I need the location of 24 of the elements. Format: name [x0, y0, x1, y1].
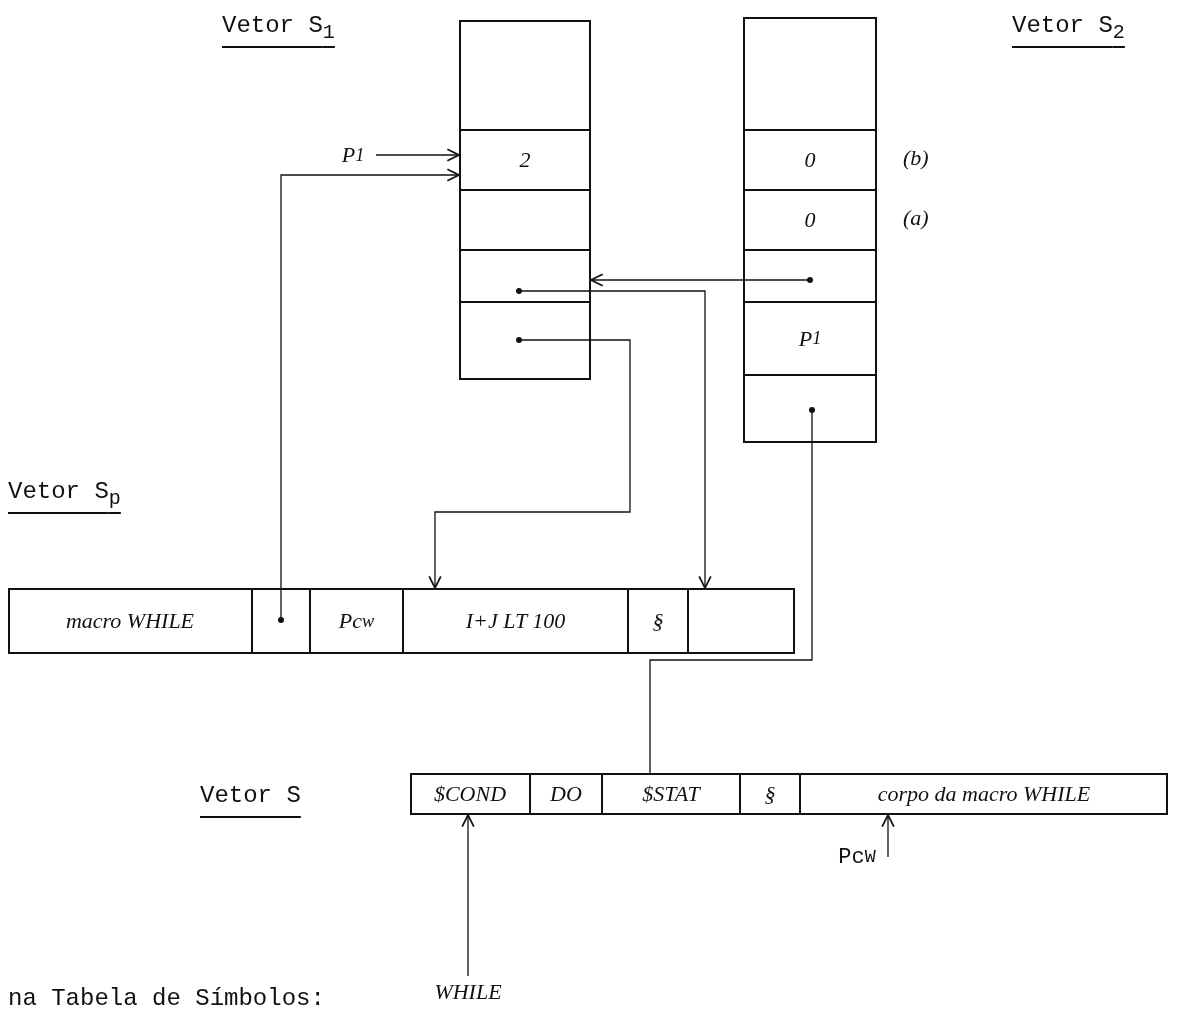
- arrow: [428, 339, 631, 589]
- arrow: [461, 814, 475, 977]
- memory-cell: 2: [459, 130, 591, 190]
- vector-heading: Vetor S$_{1}$: [222, 12, 335, 44]
- arrow: [375, 148, 460, 162]
- cell-annotation: (a): [903, 205, 929, 231]
- memory-cell: [459, 190, 591, 250]
- memory-cell: [252, 588, 310, 654]
- vector-heading: Vetor S$_{2}$: [1012, 12, 1125, 44]
- memory-vector: [459, 20, 591, 380]
- arrow: [881, 814, 895, 858]
- cell-annotation: (b): [903, 145, 929, 171]
- memory-cell: DO: [530, 773, 602, 815]
- memory-cell: [459, 250, 591, 302]
- note-text: na Tabela de Símbolos:: [8, 985, 325, 1012]
- memory-cell: §: [740, 773, 800, 815]
- memory-vector: [8, 588, 795, 654]
- memory-cell: $STAT: [602, 773, 740, 815]
- memory-cell: I+J LT 100: [403, 588, 628, 654]
- memory-vector: [410, 773, 1168, 815]
- memory-cell: [743, 250, 877, 302]
- pointer-label: WHILE: [420, 976, 516, 1008]
- memory-cell: §: [628, 588, 688, 654]
- vector-heading: Vetor S$_{p}$: [8, 478, 121, 510]
